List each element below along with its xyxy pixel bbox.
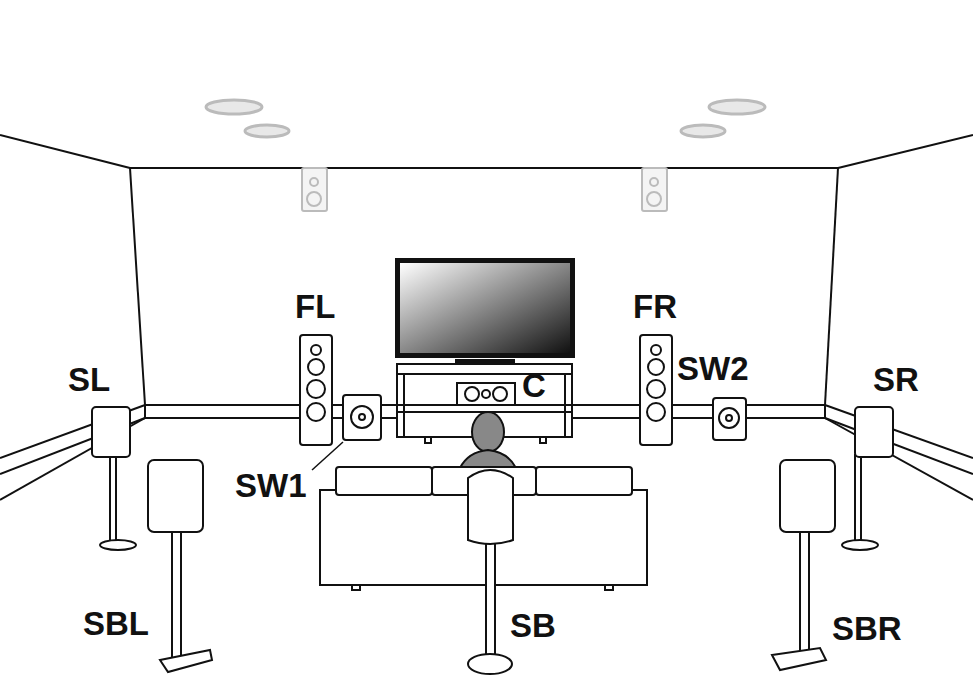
speaker-label: SR xyxy=(873,363,919,396)
speaker-label: SBR xyxy=(832,612,902,645)
speaker-label: SL xyxy=(68,363,110,396)
speaker-label: FL xyxy=(295,290,335,323)
speaker-label: SBL xyxy=(83,607,149,640)
speaker-label: FR xyxy=(633,290,677,323)
speaker-label: SW2 xyxy=(677,352,749,385)
speaker-label: SB xyxy=(510,609,556,642)
speaker-label: SW1 xyxy=(235,469,307,502)
speaker-label: C xyxy=(522,369,546,402)
